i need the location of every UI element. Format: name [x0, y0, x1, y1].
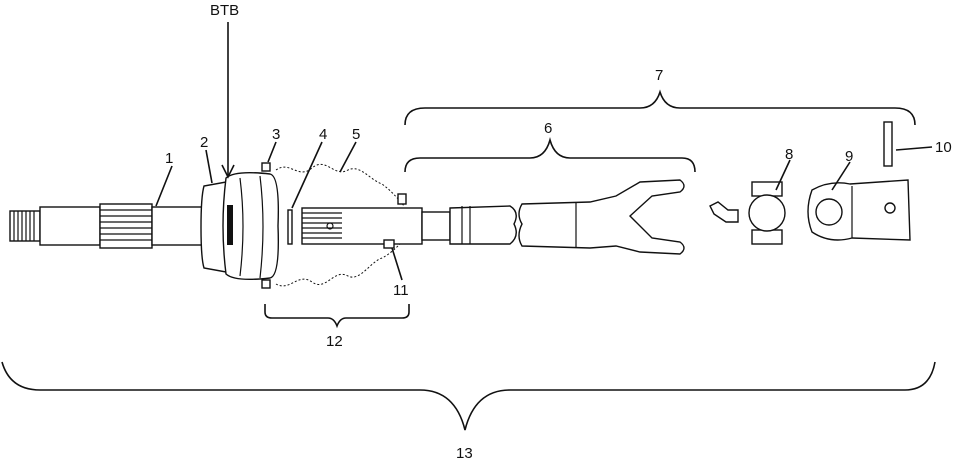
- label-4: 4: [319, 126, 327, 143]
- label-13: 13: [456, 445, 473, 460]
- u-joint-cross: [748, 181, 786, 245]
- stub-shaft: [9, 203, 205, 249]
- label-8: 8: [785, 146, 793, 163]
- snap-ring: [287, 209, 293, 245]
- bracket-7: [404, 89, 916, 126]
- label-10: 10: [935, 139, 952, 156]
- leader-lines: [155, 22, 933, 281]
- label-12: 12: [326, 333, 343, 350]
- cv-joint-housing: [200, 171, 280, 281]
- bracket-13: [1, 361, 936, 431]
- bracket-12: [264, 304, 410, 329]
- bracket-6: [404, 137, 696, 173]
- roll-pin: [883, 121, 893, 167]
- inner-shaft: [301, 207, 451, 249]
- label-2: 2: [200, 134, 208, 151]
- label-9: 9: [845, 148, 853, 165]
- label-11: 11: [393, 282, 409, 299]
- label-6: 6: [544, 120, 552, 137]
- label-1: 1: [165, 150, 173, 167]
- boot-assembly: [261, 162, 407, 289]
- yoke: [807, 179, 911, 241]
- yoke-tube: [449, 179, 685, 255]
- grease-fitting: [709, 201, 739, 223]
- label-5: 5: [352, 126, 360, 143]
- label-btb: BTB: [210, 2, 239, 19]
- label-7: 7: [655, 67, 663, 84]
- label-3: 3: [272, 126, 280, 143]
